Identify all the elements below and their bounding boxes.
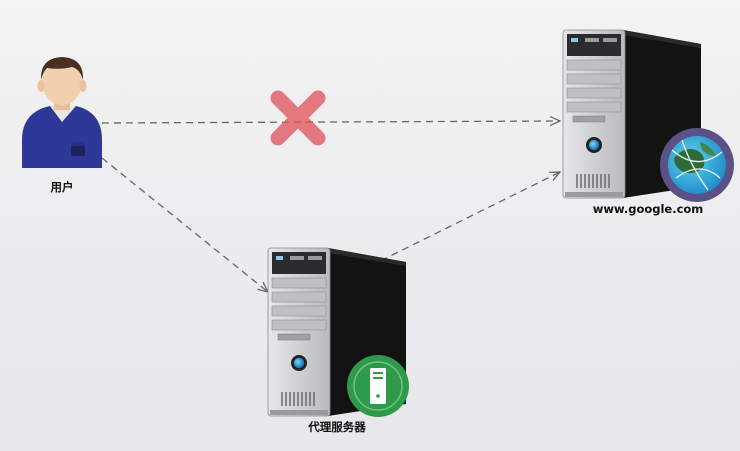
target-server-node: www.google.com bbox=[562, 29, 734, 216]
cross-icon bbox=[270, 90, 326, 146]
user-label: 用户 bbox=[50, 180, 74, 194]
proxy-server-node: 代理服务器 bbox=[267, 247, 409, 434]
user-node: 用户 bbox=[22, 57, 102, 194]
server-icon bbox=[347, 355, 409, 417]
target-server-label: www.google.com bbox=[593, 202, 704, 216]
person-icon bbox=[22, 57, 102, 168]
edge-proxy-to-google bbox=[369, 172, 560, 267]
edge-user-to-google bbox=[101, 121, 560, 123]
proxy-server-label: 代理服务器 bbox=[307, 420, 366, 434]
edge-user-to-proxy bbox=[101, 157, 268, 292]
globe-icon bbox=[660, 128, 734, 202]
